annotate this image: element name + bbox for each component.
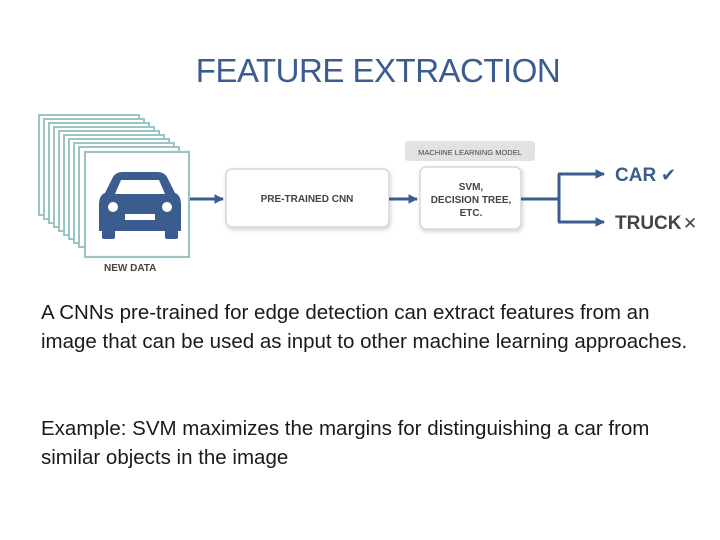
model-box-line-2: DECISION TREE, — [431, 195, 512, 206]
model-box-line-3: ETC. — [460, 208, 483, 219]
diagram-title: FEATURE EXTRACTION — [196, 52, 560, 89]
output-truck-label: TRUCK — [615, 213, 682, 234]
model-tag — [405, 141, 535, 161]
car-icon — [99, 172, 181, 239]
paragraph-cnn-features: A CNNs pre-trained for edge detection ca… — [41, 301, 688, 353]
cross-icon: ✕ — [683, 214, 697, 234]
model-tag-label: MACHINE LEARNING MODEL — [418, 148, 522, 157]
output-branch-arrows — [521, 169, 605, 227]
model-box-line-1: SVM, — [459, 182, 484, 193]
cnn-box-label: PRE-TRAINED CNN — [261, 194, 354, 205]
feature-extraction-diagram: FEATURE EXTRACTION NEW DATA — [38, 52, 697, 274]
paragraph-svm-example: Example: SVM maximizes the margins for d… — [41, 417, 650, 469]
input-label: NEW DATA — [104, 263, 156, 274]
output-car-label: CAR — [615, 165, 656, 186]
check-icon: ✔ — [661, 165, 676, 186]
